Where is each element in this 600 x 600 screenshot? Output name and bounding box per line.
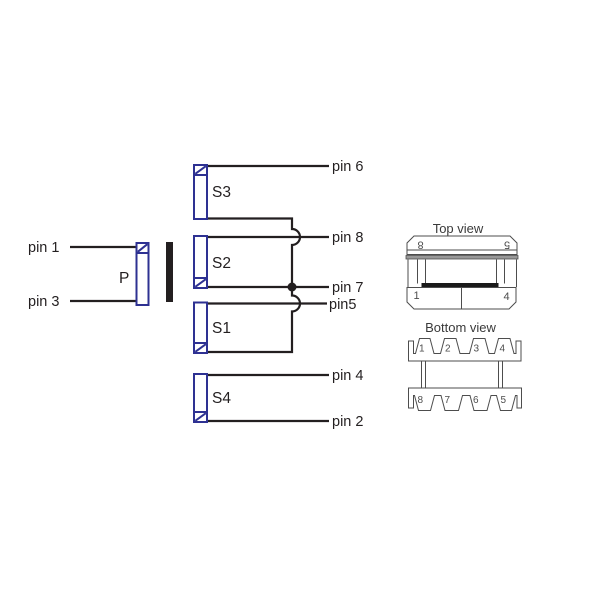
top-view-pin5-number: 5: [504, 239, 510, 251]
top-view-drawing: [405, 235, 519, 310]
top-view-title: Top view: [433, 221, 484, 236]
winding-s4-symbol: [193, 373, 208, 423]
polarity-mark: [194, 342, 207, 353]
winding-symbols: [135, 164, 208, 423]
winding-primary-symbol: [135, 242, 150, 306]
winding-s1-symbol: [193, 301, 208, 354]
winding-s3-symbol: [193, 164, 208, 220]
bottom-view-pin1-number: 1: [419, 344, 425, 355]
common-bus-wire: [207, 217, 302, 354]
polarity-mark: [136, 243, 149, 254]
pin1-label: pin 1: [28, 240, 59, 256]
primary-label: P: [119, 270, 129, 287]
pin4-label: pin 4: [332, 368, 363, 384]
bottom-view-pin6-number: 6: [473, 395, 479, 406]
pin2-label: pin 2: [332, 414, 363, 430]
bottom-view-pin4-number: 4: [500, 344, 506, 355]
top-view-pin8-number: 8: [417, 239, 423, 251]
winding-s1-label: S1: [212, 320, 231, 337]
top-view-body-sides: [407, 259, 517, 287]
bottom-view-title: Bottom view: [425, 320, 496, 335]
winding-s2-label: S2: [212, 255, 231, 272]
top-view-winding-bar: [421, 283, 499, 288]
bottom-view-side-rails: [421, 361, 503, 388]
polarity-mark: [194, 277, 207, 288]
polarity-mark: [194, 165, 207, 176]
core-bar: [166, 242, 173, 302]
schematic-wires: [70, 164, 329, 423]
top-view-pin1-number: 1: [414, 290, 420, 302]
top-view-near-body: [406, 287, 517, 310]
pin8-label: pin 8: [332, 230, 363, 246]
bottom-view-pin8-number: 8: [418, 395, 424, 406]
winding-s2-symbol: [193, 235, 208, 289]
top-view-far-body: [406, 235, 518, 255]
bottom-view-pin7-number: 7: [445, 395, 451, 406]
bottom-view-upper-pin-row: [408, 338, 522, 362]
bottom-view-pin5-number: 5: [501, 395, 507, 406]
polarity-mark: [194, 411, 207, 422]
top-view-core-band: [405, 255, 519, 260]
pin7-label: pin 7: [332, 280, 363, 296]
winding-s4-label: S4: [212, 390, 231, 407]
bottom-view-lower-pin-row: [408, 387, 522, 411]
winding-s3-label: S3: [212, 184, 231, 201]
bottom-view-pin2-number: 2: [445, 344, 451, 355]
pin3-label: pin 3: [28, 294, 59, 310]
bottom-view-drawing: [408, 338, 522, 411]
top-view-pin4-number: 4: [504, 291, 510, 303]
pin6-label: pin 6: [332, 159, 363, 175]
bottom-view-pin3-number: 3: [474, 344, 480, 355]
junction-dot: [287, 282, 297, 292]
pin5-label: pin5: [329, 297, 356, 313]
